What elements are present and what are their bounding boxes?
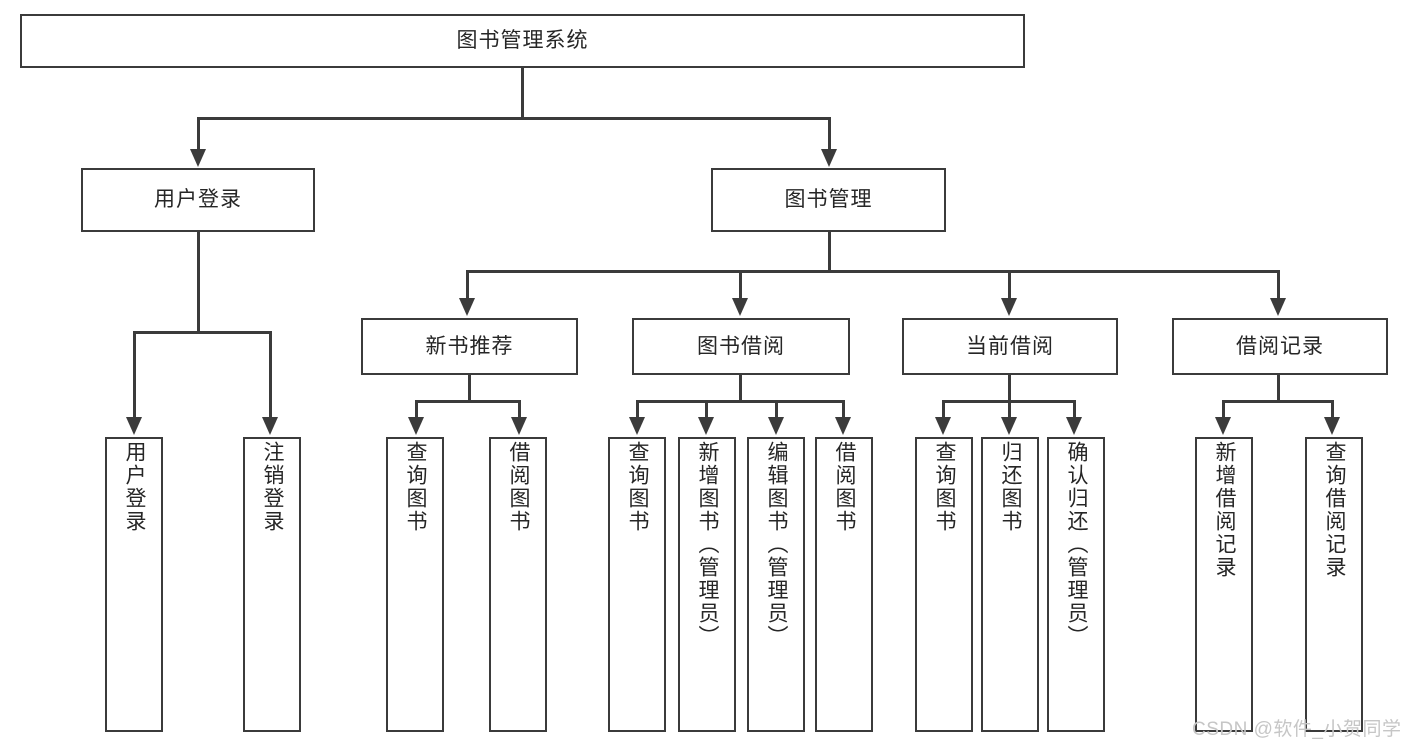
- leaf-label: 查询图书: [933, 441, 957, 533]
- connector-root-bus: [197, 117, 831, 120]
- arrow-root-to-bookmgmt: [821, 149, 837, 167]
- connector-borrow-to-leaf1: [636, 400, 639, 419]
- node-user-login[interactable]: 用户登录: [81, 168, 315, 232]
- leaf-records-add-record[interactable]: 新增借阅记录: [1195, 437, 1253, 732]
- leaf-label: 注销登录: [261, 441, 285, 533]
- connector-login-bus: [133, 331, 271, 334]
- node-label: 图书管理系统: [456, 29, 589, 53]
- node-current-borrow[interactable]: 当前借阅: [902, 318, 1118, 375]
- leaf-current-query-book[interactable]: 查询图书: [915, 437, 973, 732]
- connector-current-to-leaf2: [1008, 400, 1011, 419]
- arrow-borrow-to-leaf1: [629, 417, 645, 435]
- arrow-current-to-leaf1: [935, 417, 951, 435]
- arrow-bookmgmt-to-new: [459, 298, 475, 316]
- connector-records-bus: [1222, 400, 1334, 403]
- leaf-user-login[interactable]: 用户登录: [105, 437, 163, 732]
- csdn-watermark: CSDN @软件_小贺同学: [1192, 719, 1402, 740]
- arrow-newbook-to-leaf2: [511, 417, 527, 435]
- connector-bookmgmt-to-current: [1008, 270, 1011, 300]
- connector-borrow-to-leaf2: [705, 400, 708, 419]
- leaf-label: 编辑图书（管理员）: [765, 441, 789, 648]
- leaf-borrow-borrow-book[interactable]: 借阅图书: [815, 437, 873, 732]
- leaf-current-confirm-return-admin[interactable]: 确认归还（管理员）: [1047, 437, 1105, 732]
- leaf-borrow-query-book[interactable]: 查询图书: [608, 437, 666, 732]
- connector-login-stem: [197, 232, 200, 333]
- leaf-label: 借阅图书: [833, 441, 857, 533]
- leaf-label: 用户登录: [123, 441, 147, 533]
- arrow-borrow-to-leaf4: [835, 417, 851, 435]
- leaf-label: 查询借阅记录: [1323, 441, 1347, 579]
- leaf-label: 查询图书: [626, 441, 650, 533]
- arrow-current-to-leaf3: [1066, 417, 1082, 435]
- leaf-logout[interactable]: 注销登录: [243, 437, 301, 732]
- node-label: 图书借阅: [697, 334, 785, 358]
- connector-borrow-to-leaf4: [842, 400, 845, 419]
- node-root-system[interactable]: 图书管理系统: [20, 14, 1025, 68]
- connector-current-to-leaf1: [942, 400, 945, 419]
- connector-borrow-to-leaf3: [775, 400, 778, 419]
- arrow-records-to-leaf1: [1215, 417, 1231, 435]
- arrow-bookmgmt-to-borrow: [732, 298, 748, 316]
- arrow-root-to-login: [190, 149, 206, 167]
- connector-borrow-bus: [636, 400, 845, 403]
- leaf-label: 新增借阅记录: [1213, 441, 1237, 579]
- connector-bookmgmt-bus: [466, 270, 1280, 273]
- leaf-current-return-book[interactable]: 归还图书: [981, 437, 1039, 732]
- arrow-borrow-to-leaf3: [768, 417, 784, 435]
- node-label: 借阅记录: [1236, 334, 1324, 358]
- connector-bookmgmt-to-borrow: [739, 270, 742, 300]
- leaf-borrow-edit-book-admin[interactable]: 编辑图书（管理员）: [747, 437, 805, 732]
- connector-records-to-leaf2: [1331, 400, 1334, 419]
- node-book-management[interactable]: 图书管理: [711, 168, 946, 232]
- connector-bookmgmt-stem: [828, 232, 831, 272]
- connector-current-stem: [1008, 375, 1011, 402]
- arrow-newbook-to-leaf1: [408, 417, 424, 435]
- arrow-bookmgmt-to-current: [1001, 298, 1017, 316]
- leaf-label: 新增图书（管理员）: [696, 441, 720, 648]
- connector-current-to-leaf3: [1073, 400, 1076, 419]
- arrow-login-to-leaf2: [262, 417, 278, 435]
- connector-records-to-leaf1: [1222, 400, 1225, 419]
- node-new-book-recommend[interactable]: 新书推荐: [361, 318, 578, 375]
- connector-root-to-login: [197, 117, 200, 151]
- connector-login-to-leaf2: [269, 331, 272, 419]
- node-label: 当前借阅: [966, 334, 1054, 358]
- arrow-current-to-leaf2: [1001, 417, 1017, 435]
- connector-bookmgmt-to-new: [466, 270, 469, 300]
- node-label: 新书推荐: [425, 334, 514, 358]
- connector-login-to-leaf1: [133, 331, 136, 419]
- arrow-records-to-leaf2: [1324, 417, 1340, 435]
- connector-newbook-to-leaf1: [415, 400, 418, 419]
- arrow-borrow-to-leaf2: [698, 417, 714, 435]
- leaf-label: 归还图书: [999, 441, 1023, 533]
- node-label: 图书管理: [784, 188, 873, 212]
- connector-root-to-bookmgmt: [828, 117, 831, 151]
- leaf-records-query-record[interactable]: 查询借阅记录: [1305, 437, 1363, 732]
- node-borrow-records[interactable]: 借阅记录: [1172, 318, 1388, 375]
- connector-records-stem: [1277, 375, 1280, 402]
- connector-bookmgmt-to-records: [1277, 270, 1280, 300]
- arrow-bookmgmt-to-records: [1270, 298, 1286, 316]
- leaf-label: 确认归还（管理员）: [1065, 441, 1089, 648]
- node-label: 用户登录: [154, 188, 242, 212]
- leaf-label: 借阅图书: [507, 441, 531, 533]
- connector-newbook-stem: [468, 375, 471, 402]
- node-book-borrow[interactable]: 图书借阅: [632, 318, 850, 375]
- leaf-newbook-query-book[interactable]: 查询图书: [386, 437, 444, 732]
- leaf-newbook-borrow-book[interactable]: 借阅图书: [489, 437, 547, 732]
- connector-newbook-to-leaf2: [518, 400, 521, 419]
- connector-borrow-stem: [739, 375, 742, 402]
- connector-root-stem: [521, 68, 524, 119]
- arrow-login-to-leaf1: [126, 417, 142, 435]
- connector-newbook-bus: [415, 400, 521, 403]
- leaf-label: 查询图书: [404, 441, 428, 533]
- leaf-borrow-add-book-admin[interactable]: 新增图书（管理员）: [678, 437, 736, 732]
